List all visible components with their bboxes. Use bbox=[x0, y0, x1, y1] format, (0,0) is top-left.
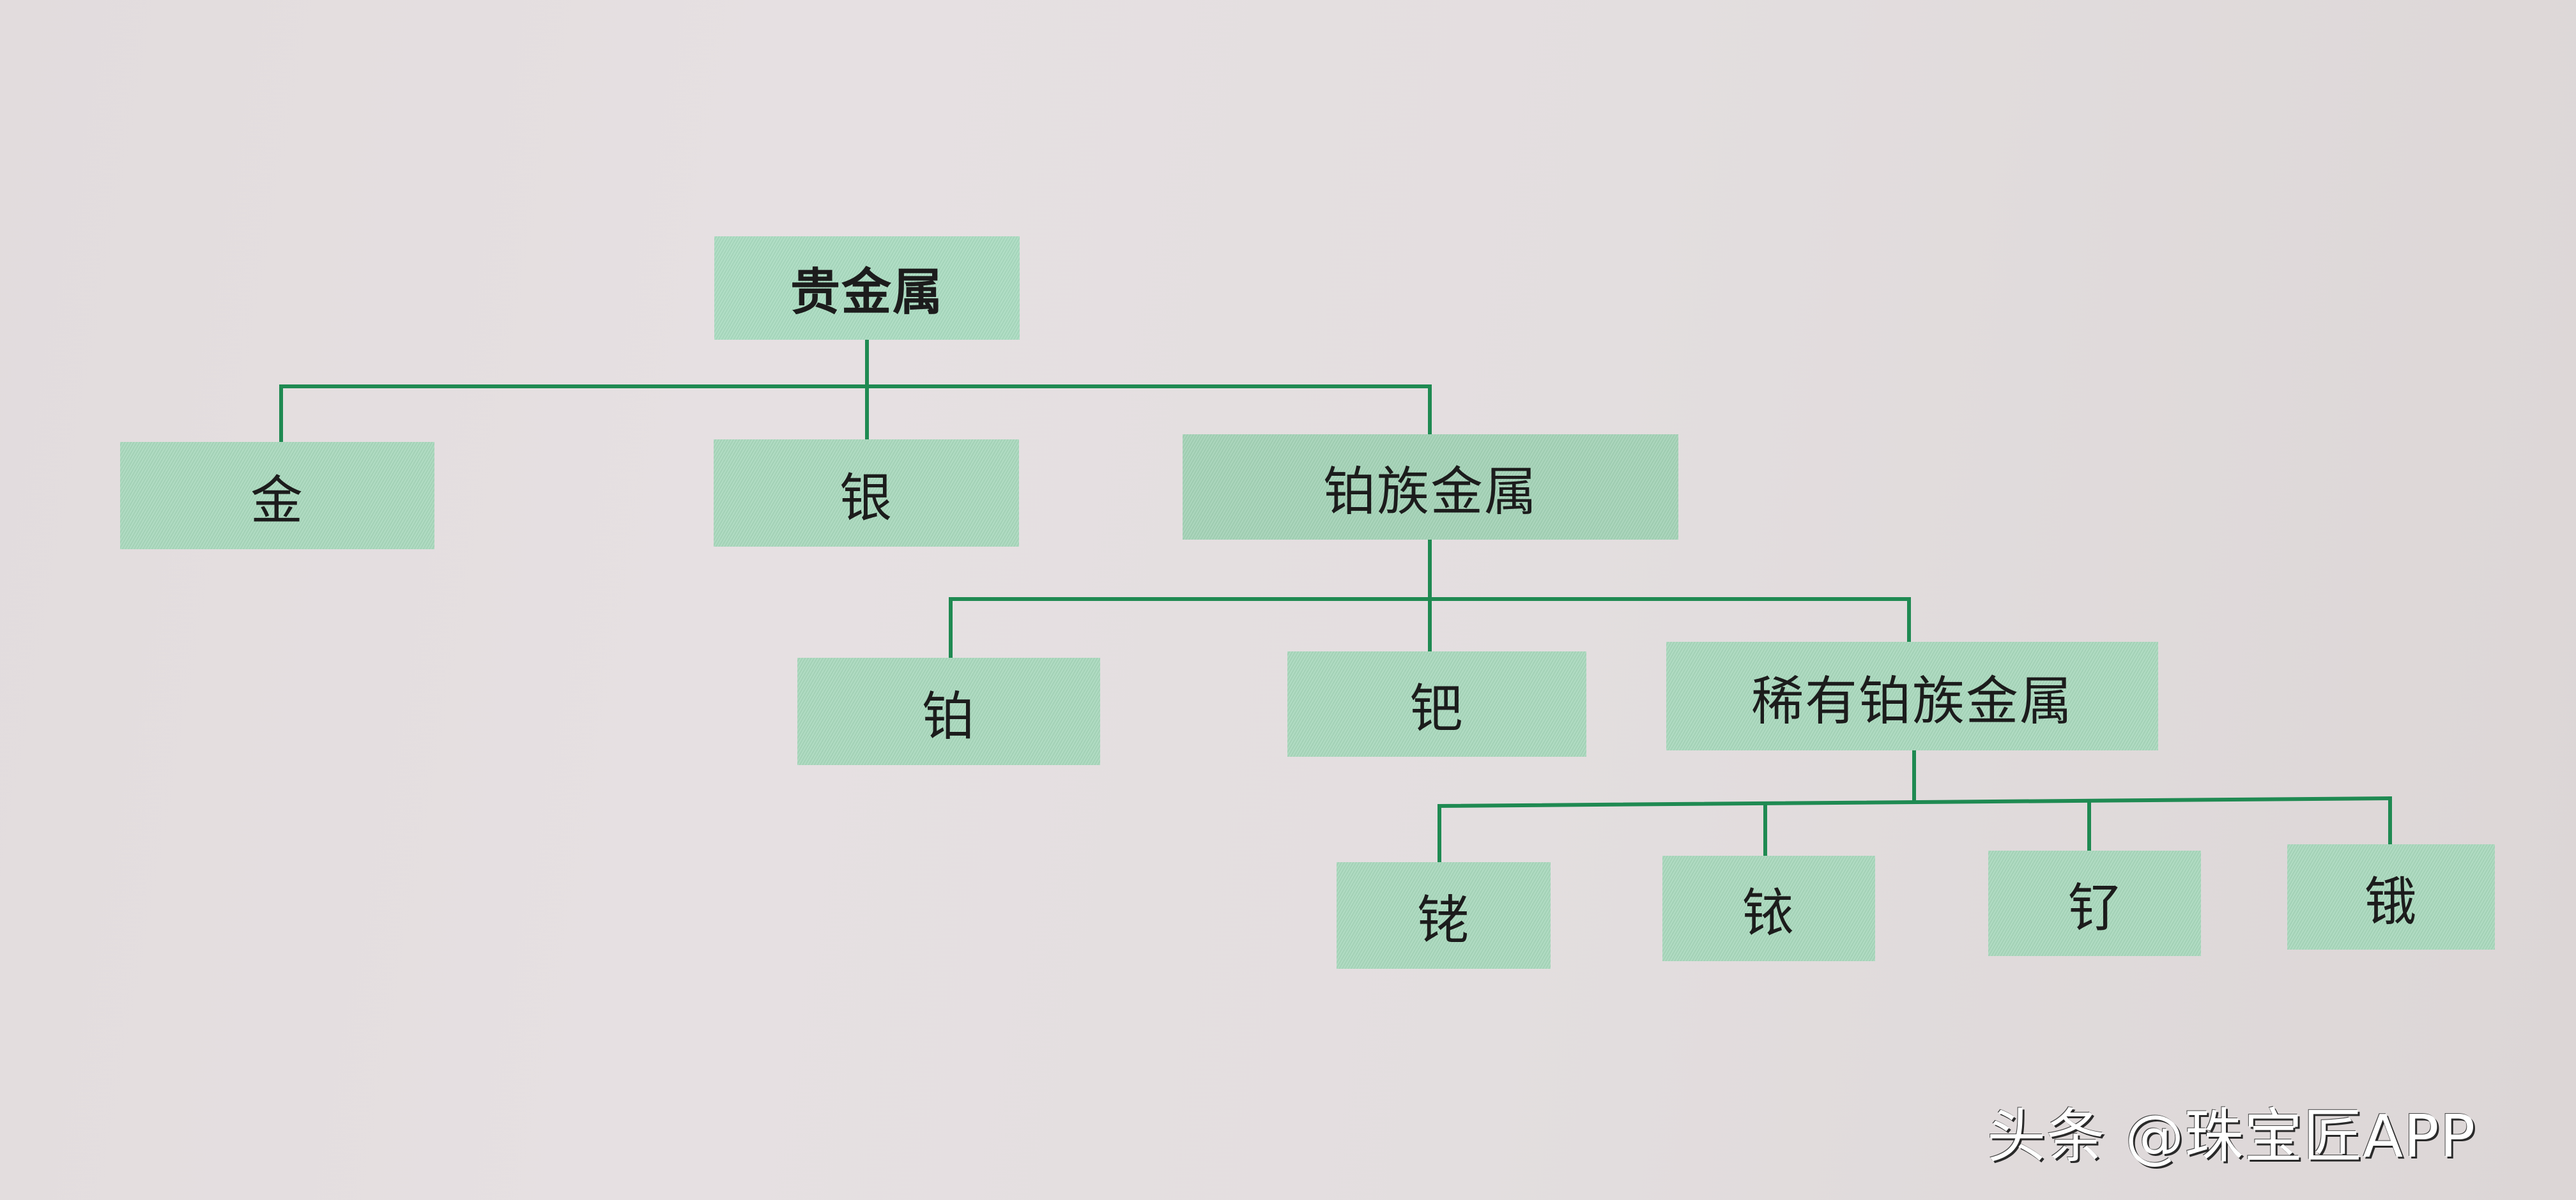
node-label: 稀有铂族金属 bbox=[1751, 671, 2073, 732]
node-label: 铂族金属 bbox=[1322, 462, 1538, 522]
node-label: 铱 bbox=[1742, 883, 1796, 944]
node-iridium: 铱 bbox=[1662, 856, 1875, 961]
node-label: 钌 bbox=[2067, 878, 2122, 939]
node-palladium: 钯 bbox=[1287, 651, 1586, 757]
node-platinum-group-metals: 铂族金属 bbox=[1183, 434, 1678, 540]
node-silver: 银 bbox=[714, 439, 1019, 547]
node-label: 锇 bbox=[2364, 872, 2418, 932]
node-label: 钯 bbox=[1409, 679, 1464, 740]
node-ruthenium: 钌 bbox=[1988, 851, 2201, 956]
node-rhodium: 铑 bbox=[1337, 862, 1551, 969]
node-label: 银 bbox=[839, 467, 893, 529]
node-platinum: 铂 bbox=[797, 658, 1100, 765]
node-gold: 金 bbox=[120, 442, 434, 549]
node-label: 铂 bbox=[921, 686, 976, 747]
watermark-text: 头条 @珠宝匠APP bbox=[1987, 1102, 2476, 1171]
node-label: 贵金属 bbox=[790, 264, 944, 321]
node-label: 金 bbox=[250, 470, 304, 531]
node-precious-metals: 贵金属 bbox=[714, 236, 1020, 340]
node-rare-platinum-group-metals: 稀有铂族金属 bbox=[1666, 642, 2158, 750]
node-osmium: 锇 bbox=[2287, 844, 2495, 950]
node-label: 铑 bbox=[1416, 890, 1471, 951]
